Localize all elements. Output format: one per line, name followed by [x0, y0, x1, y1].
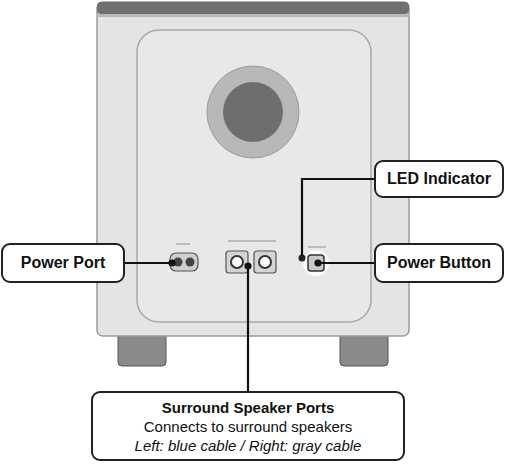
top-trim-edge — [97, 14, 409, 17]
callout-box: Power Button — [374, 243, 504, 283]
callout-title: LED Indicator — [386, 169, 492, 189]
leader-line — [302, 179, 374, 256]
callout-title: Surround Speaker Ports — [103, 398, 393, 417]
callout-title: Power Button — [386, 253, 492, 273]
power-port — [170, 253, 198, 271]
leader-dot — [246, 264, 251, 269]
speaker-port-right — [254, 251, 276, 273]
callout-text: Left: blue cable / Right: gray cable — [103, 436, 393, 455]
back-panel — [137, 30, 371, 322]
leader-dot — [316, 261, 321, 266]
callout-box: Surround Speaker PortsConnects to surrou… — [91, 391, 405, 461]
cabinet — [97, 2, 409, 336]
tiny-marking — [228, 240, 276, 242]
leader-dot — [170, 261, 175, 266]
bass-port — [207, 66, 299, 158]
callout-box: Power Port — [1, 243, 125, 283]
leader-line — [318, 262, 374, 264]
top-trim — [97, 2, 409, 14]
callout-box: LED Indicator — [374, 160, 504, 198]
leader-line — [124, 262, 172, 264]
callout-title: Power Port — [13, 253, 113, 273]
speaker-jack — [231, 256, 243, 268]
tiny-marking — [176, 243, 190, 245]
speaker-jack — [259, 256, 271, 268]
leader-line — [247, 266, 249, 392]
power-pin — [186, 258, 195, 267]
callout-text: Connects to surround speakers — [103, 417, 393, 436]
bass-port-inner — [223, 82, 283, 142]
tiny-marking — [308, 246, 326, 248]
speaker-port-left — [226, 251, 248, 273]
